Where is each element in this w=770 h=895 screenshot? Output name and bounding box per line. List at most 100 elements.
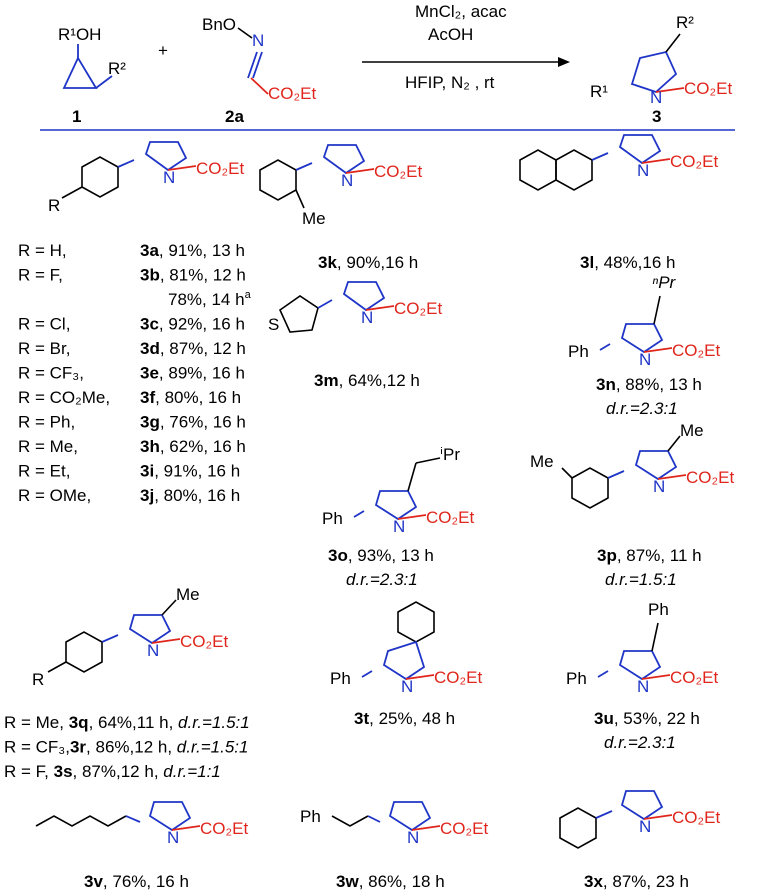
caption-3n: 3n, 88%, 13 h: [596, 375, 702, 394]
ph-label: Ph: [300, 807, 321, 826]
bno-label: BnO: [202, 15, 236, 34]
series-3a-3j-list: R = H,3a, 91%, 13 h R = F,3b, 81%, 12 h 78…: [18, 241, 252, 505]
co2et-label: CO₂Et: [180, 632, 228, 651]
series-row: R = CF₃,3e, 89%, 16 h: [18, 364, 245, 383]
co2et-label: CO₂Et: [200, 819, 248, 838]
ph-label: Ph: [566, 669, 587, 688]
co2et-label: CO₂Et: [196, 159, 244, 178]
co2et-label: CO₂Et: [672, 341, 720, 360]
product-r2: R²: [676, 13, 694, 32]
n-label: N: [401, 677, 413, 696]
ipr-label: ⁱPr: [440, 445, 460, 464]
co2et-label: CO₂Et: [670, 668, 718, 687]
n-label: N: [407, 828, 419, 847]
plus-sign: +: [158, 41, 168, 60]
co2et-label: CO₂Et: [672, 808, 720, 827]
n-label: N: [639, 350, 651, 369]
ph-label: Ph: [322, 509, 343, 528]
product-r1: R¹: [590, 82, 608, 101]
series-3a-3j-structure: R N CO₂Et: [48, 141, 244, 215]
dr-3o: d.r.=2.3:1: [346, 570, 418, 589]
n-label: N: [252, 31, 264, 50]
co2et-label: CO₂Et: [670, 152, 718, 171]
reagent1-label: 1: [72, 107, 81, 126]
r2-label: R²: [108, 59, 126, 78]
reactant-cyclopropanol: R¹OH R² 1: [58, 25, 126, 126]
n-label: N: [637, 161, 649, 180]
caption-3x: 3x, 87%, 23 h: [584, 872, 689, 891]
product-n: N: [650, 88, 662, 107]
product-3w: Ph N CO₂Et 3w, 86%, 18 h: [300, 801, 488, 891]
series-3q-3s-structure: R Me N CO₂Et: [32, 585, 228, 689]
reagent2-label: 2a: [225, 107, 244, 126]
series-row: R = CO₂Me,3f, 80%, 16 h: [18, 388, 241, 407]
series-3q-3s-list: R = Me, 3q, 64%,11 h, d.r.=1.5:1R = CF₃,…: [4, 713, 250, 781]
series-row: 78%, 14 ha: [168, 289, 252, 309]
product-3v: N CO₂Et 3v, 76%, 16 h: [35, 801, 248, 891]
ph-label: Ph: [330, 669, 351, 688]
conditions-line2: AcOH: [428, 25, 473, 44]
co2et-label: CO₂Et: [394, 299, 442, 318]
conditions-line3: HFIP, N₂ , rt: [405, 73, 495, 92]
series-row: R = Cl,3c, 92%, 16 h: [18, 315, 245, 334]
product-3n: Ph ⁿPr N CO₂Et 3n, 88%, 13 h d.r.=2.3:1: [568, 273, 720, 418]
caption-3k: 3k, 90%,16 h: [318, 253, 418, 272]
caption-3l: 3l, 48%,16 h: [580, 253, 675, 272]
caption-3v: 3v, 76%, 16 h: [84, 872, 189, 891]
r-label: R: [32, 670, 44, 689]
n-label: N: [167, 828, 179, 847]
series-row: R = Me,3h, 62%, 16 h: [18, 437, 246, 456]
series-row: R = Br,3d, 87%, 12 h: [18, 339, 246, 358]
n-label: N: [637, 677, 649, 696]
product-3l: N CO₂Et 3l, 48%,16 h: [519, 134, 718, 272]
co2et-label: CO₂Et: [434, 668, 482, 687]
r1oh-label: R¹OH: [58, 25, 101, 44]
caption-3w: 3w, 86%, 18 h: [336, 872, 445, 891]
product-3x: N CO₂Et 3x, 87%, 23 h: [559, 790, 720, 891]
product-3m: S N CO₂Et 3m, 64%,12 h: [268, 281, 442, 390]
qrs-row: R = Me, 3q, 64%,11 h, d.r.=1.5:1: [4, 713, 250, 732]
ph-label: Ph: [568, 342, 589, 361]
caption-3t: 3t, 25%, 48 h: [354, 709, 455, 728]
series-row: R = Ph,3g, 76%, 16 h: [18, 413, 246, 432]
conditions-line1: MnCl₂, acac: [415, 2, 507, 21]
co2et-label: CO₂Et: [374, 162, 422, 181]
caption-3o: 3o, 93%, 13 h: [328, 546, 434, 565]
series-row: R = F,3b, 81%, 12 h: [18, 266, 246, 285]
reaction-arrow: MnCl₂, acac AcOH HFIP, N₂ , rt: [362, 2, 570, 92]
reactant-oxime: BnO N CO₂Et 2a: [202, 15, 316, 126]
n-label: N: [163, 168, 175, 187]
n-label: N: [653, 477, 665, 496]
co2et-label: CO₂Et: [426, 508, 474, 527]
me-label-aryl: Me: [530, 452, 554, 471]
qrs-row: R = F, 3s, 87%,12 h, d.r.=1:1: [4, 762, 221, 781]
co2et-label: CO₂Et: [686, 468, 734, 487]
caption-3m: 3m, 64%,12 h: [314, 371, 420, 390]
dr-3u: d.r.=2.3:1: [604, 733, 676, 752]
me-label: Me: [176, 585, 200, 604]
me-label: Me: [302, 209, 326, 228]
product-3p: Me Me N CO₂Et 3p, 87%, 11 h d.r.=1.5:1: [530, 421, 734, 589]
r-label: R: [48, 196, 60, 215]
product-3t: Ph N CO₂Et 3t, 25%, 48 h: [330, 601, 482, 728]
product-3u: Ph Ph N CO₂Et 3u, 53%, 22 h d.r.=2.3:1: [566, 600, 718, 752]
series-row: R = Et,3i, 91%, 16 h: [18, 462, 240, 481]
me-label: Me: [680, 421, 704, 440]
series-row: R = OMe,3j, 80%, 16 h: [18, 486, 240, 505]
caption-3u: 3u, 53%, 22 h: [594, 709, 700, 728]
co2et-label: CO₂Et: [268, 84, 316, 103]
product-co2et: CO₂Et: [684, 79, 732, 98]
caption-3p: 3p, 87%, 11 h: [597, 546, 702, 565]
n-label: N: [361, 308, 373, 327]
npr-label: ⁿPr: [652, 273, 677, 292]
n-label: N: [639, 817, 651, 836]
n-label: N: [393, 517, 405, 536]
co2et-label: CO₂Et: [440, 819, 488, 838]
product-general: R² R¹ N CO₂Et 3: [590, 13, 732, 126]
series-row: R = H,3a, 91%, 13 h: [18, 241, 245, 260]
product-label: 3: [652, 107, 661, 126]
dr-3n: d.r.=2.3:1: [606, 399, 678, 418]
n-label: N: [341, 171, 353, 190]
product-3k: Me N CO₂Et 3k, 90%,16 h: [259, 144, 422, 272]
